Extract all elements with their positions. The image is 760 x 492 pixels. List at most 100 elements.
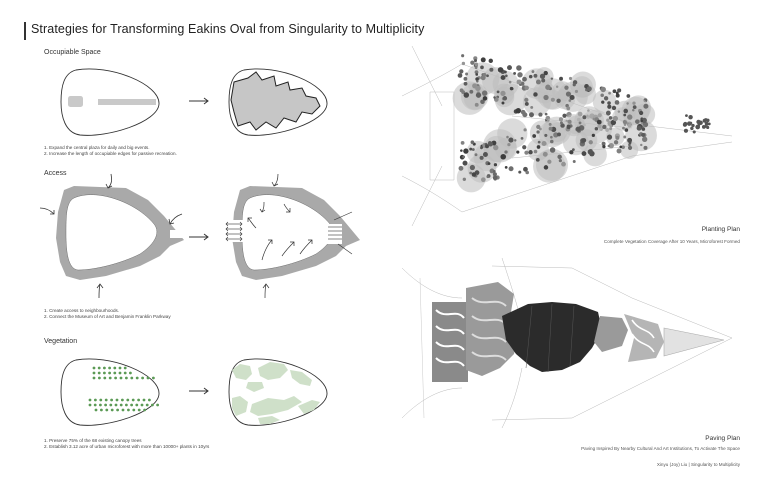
occupiable-note-2: 2. Increase the length of occupiable edg…	[44, 151, 177, 156]
plant-dot	[627, 137, 633, 143]
plant-dot	[550, 77, 554, 80]
credit-line: Xinyu (Joy) Liu | Singularity to Multipl…	[656, 462, 740, 467]
tree-dot	[156, 403, 159, 407]
tree-dot	[152, 376, 155, 380]
planting-plan-drawing	[401, 45, 733, 227]
plant-dot	[687, 121, 692, 126]
tree-dot	[94, 398, 97, 402]
plant-dot	[683, 128, 688, 133]
plant-dot	[550, 97, 555, 102]
plant-dot	[562, 113, 567, 118]
tree-dot	[123, 371, 127, 375]
plant-dot	[532, 134, 537, 138]
tree-dot	[151, 403, 154, 407]
tree-dot	[146, 376, 150, 380]
plant-dot	[536, 130, 540, 134]
plant-dot	[623, 113, 627, 117]
plant-dot	[533, 149, 538, 154]
plant-dot	[522, 145, 527, 150]
plant-dot	[535, 157, 540, 162]
plant-dot	[536, 145, 541, 149]
plant-dot	[605, 110, 611, 116]
plant-dot	[488, 58, 493, 64]
plant-dot	[509, 86, 514, 91]
tree-dot	[132, 408, 136, 412]
plant-dot	[502, 96, 508, 101]
plant-dot	[475, 77, 479, 81]
vegetation-heading: Vegetation	[44, 338, 78, 345]
tree-dot	[110, 408, 114, 412]
arrow-icon	[189, 387, 209, 395]
paving-stripe-field	[624, 314, 664, 362]
planting-plan-caption: Complete Vegetation Coverage After 10 Ye…	[603, 239, 740, 244]
plant-dot	[696, 119, 701, 125]
tree-dot	[121, 408, 125, 412]
plant-dot	[588, 140, 593, 145]
plant-dot	[469, 147, 473, 151]
plant-dot	[506, 135, 509, 139]
plant-dot	[524, 150, 529, 155]
tree-dot	[94, 408, 98, 412]
tree-dot	[125, 376, 128, 380]
plant-dot	[531, 70, 535, 73]
plant-dot	[513, 72, 517, 75]
plant-dot	[475, 85, 481, 92]
plant-dot	[569, 94, 575, 101]
plant-dot	[706, 125, 710, 130]
plant-dot	[471, 148, 475, 151]
plant-dot	[508, 137, 514, 143]
tree-dot	[99, 398, 103, 402]
paving-plan-caption: Paving Inspired By Nearby Cultural And A…	[581, 446, 740, 451]
plant-dot	[567, 119, 572, 124]
plant-dot	[516, 65, 522, 71]
tree-dot	[99, 403, 102, 407]
plant-dot	[482, 96, 488, 101]
plant-dot	[600, 93, 604, 97]
tree-dot	[116, 408, 119, 412]
plant-dot	[528, 150, 533, 155]
occupiable-note-1: 1. Expand the central plaza for daily an…	[44, 145, 150, 150]
plant-dot	[643, 145, 648, 150]
plant-dot	[536, 124, 541, 130]
plant-dot	[608, 91, 611, 95]
plant-dot	[581, 151, 587, 156]
tree-dot	[114, 403, 118, 407]
plant-dot	[524, 97, 529, 103]
tree-dot	[88, 403, 92, 407]
plant-dot	[688, 114, 693, 120]
plant-dot	[463, 148, 469, 154]
plant-dot	[607, 101, 611, 105]
paving-plan-drawing	[401, 257, 733, 429]
plant-dot	[480, 57, 486, 63]
tree-dot	[97, 366, 101, 370]
plant-dot	[615, 135, 620, 140]
tree-dot	[119, 403, 123, 407]
plant-dot	[543, 70, 548, 76]
plant-dot	[544, 112, 548, 116]
plant-dot	[614, 100, 620, 105]
crosswalk-lines	[225, 211, 353, 255]
plant-dot	[503, 70, 507, 74]
plant-dot	[555, 85, 559, 88]
plant-dot	[690, 126, 694, 131]
plant-dot	[603, 96, 609, 101]
plant-dot	[480, 146, 483, 150]
plant-dot	[612, 115, 619, 122]
tree-dot	[118, 366, 122, 370]
plant-dot	[463, 81, 468, 86]
plant-dot	[602, 124, 607, 130]
plant-dot	[523, 128, 527, 132]
plant-dot	[582, 115, 587, 120]
tree-dot	[103, 366, 106, 370]
plant-dot	[592, 117, 596, 121]
plant-dot	[497, 67, 504, 73]
small-plaza	[68, 96, 83, 107]
plant-dot	[627, 145, 633, 150]
plant-dot	[564, 85, 569, 90]
plant-dot	[587, 149, 593, 155]
plant-dot	[594, 127, 599, 131]
plant-dot	[586, 86, 592, 92]
plant-dot	[525, 170, 530, 175]
plant-dot	[692, 130, 696, 134]
plant-dot	[608, 143, 614, 149]
